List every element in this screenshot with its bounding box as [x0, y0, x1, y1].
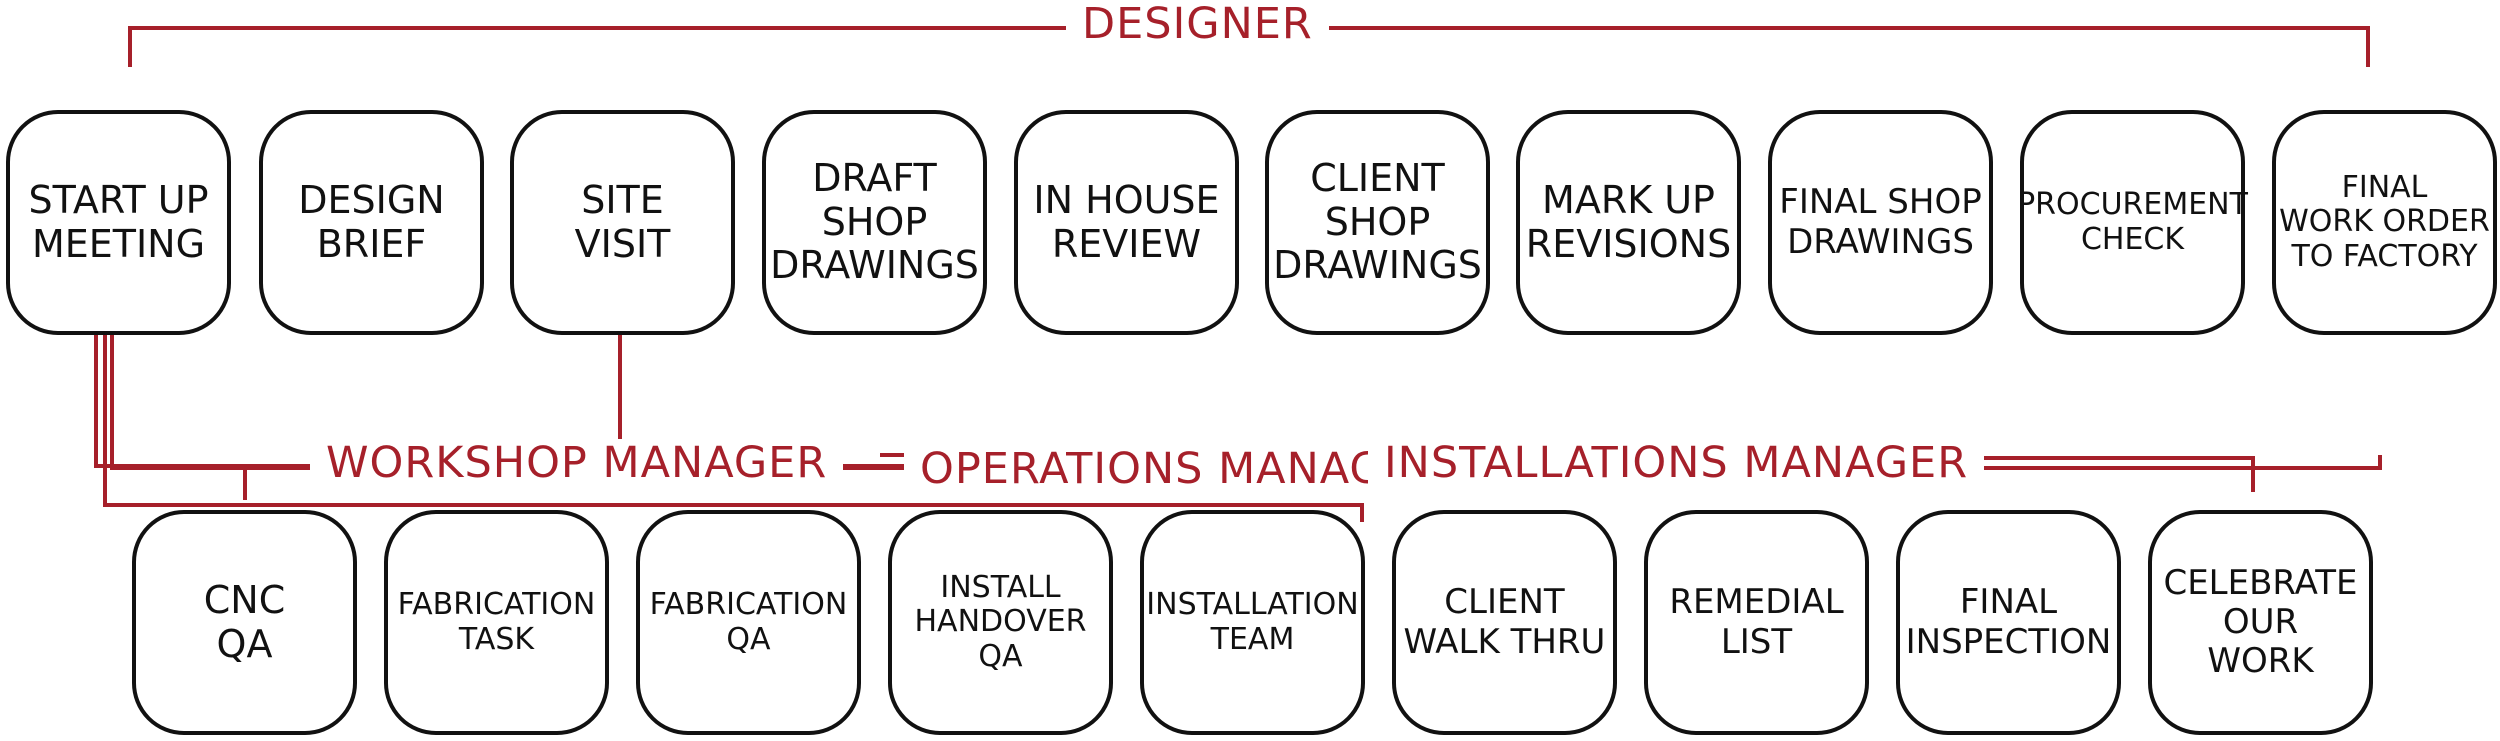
step-install-handover-qa: INSTALL HANDOVER QA	[888, 510, 1113, 735]
step-remedial-list: REMEDIAL LIST	[1644, 510, 1869, 735]
workshop-role-label: WORKSHOP MANAGER	[310, 439, 844, 487]
step-in-house-review: IN HOUSE REVIEW	[1014, 110, 1239, 335]
step-fabrication-qa: FABRICATION QA	[636, 510, 861, 735]
step-start-up-meeting: START UP MEETING	[6, 110, 231, 335]
step-client-walk-thru: CLIENT WALK THRU	[1392, 510, 1617, 735]
step-mark-up-revisions: MARK UP REVISIONS	[1516, 110, 1741, 335]
installations-bracket	[103, 290, 1364, 522]
step-final-work-order: FINAL WORK ORDER TO FACTORY	[2272, 110, 2497, 335]
step-final-inspection: FINAL INSPECTION	[1896, 510, 2121, 735]
step-celebrate-our-work: CELEBRATE OUR WORK	[2148, 510, 2373, 735]
designer-role-label: DESIGNER	[1066, 0, 1329, 48]
installations-role-label: INSTALLATIONS MANAGER	[1368, 439, 1985, 487]
step-cnc-qa: CNC QA	[132, 510, 357, 735]
step-procurement-check: PROCUREMENT CHECK	[2017, 110, 2248, 335]
step-fabrication-task: FABRICATION TASK	[384, 510, 609, 735]
step-installation-team: INSTALLATION TEAM	[1140, 510, 1365, 735]
step-client-shop-drawings: CLIENT SHOP DRAWINGS	[1265, 110, 1490, 335]
workshop-role-span	[96, 464, 247, 500]
step-site-visit: SITE VISIT	[510, 110, 735, 335]
step-final-shop-drawings: FINAL SHOP DRAWINGS	[1768, 110, 1993, 335]
step-design-brief: DESIGN BRIEF	[259, 110, 484, 335]
step-draft-shop-drawings: DRAFT SHOP DRAWINGS	[762, 110, 987, 335]
operations-role-label: OPERATIONS MANAGER	[904, 445, 1459, 493]
